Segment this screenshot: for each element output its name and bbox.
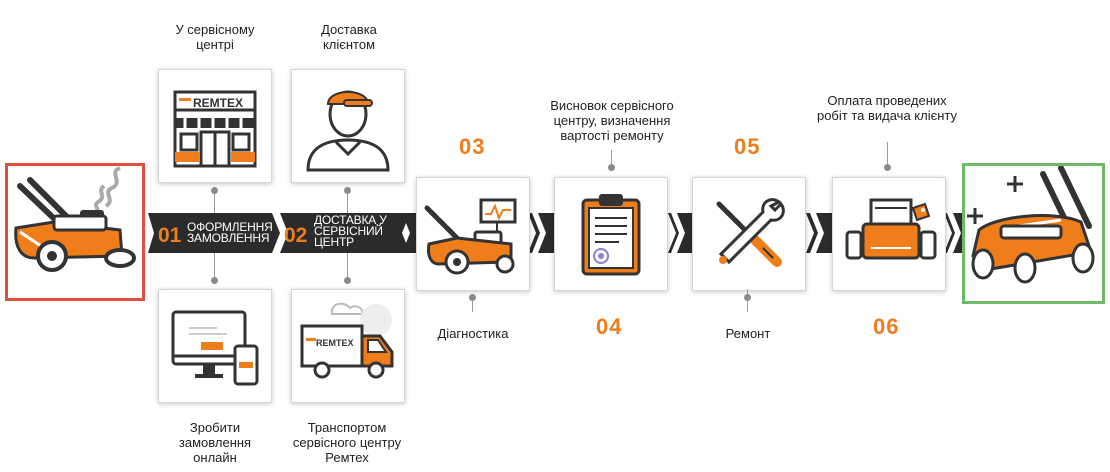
estimate-card (554, 177, 668, 291)
clipboard-icon (581, 194, 641, 276)
option-service-center-label: У сервісному центрі (175, 22, 255, 52)
step-02-number: 02 (284, 224, 308, 247)
client-delivery-card (291, 69, 405, 183)
fixed-mower-card (962, 163, 1105, 304)
repair-tools-icon (716, 198, 785, 267)
option-client-delivery-label: Доставка клієнтом (321, 22, 377, 52)
shop-logo-text: REMTEX (193, 96, 243, 110)
step-03-label: Діагностика (437, 326, 509, 341)
connector-line (887, 142, 888, 164)
connector-dot (469, 294, 476, 301)
connector-line (472, 300, 473, 312)
step-04-label: Висновок сервісного центру, визначення в… (550, 98, 674, 143)
step-01-number: 01 (158, 224, 182, 247)
step-04-number: 04 (596, 314, 623, 339)
connector-line (214, 193, 215, 213)
diagnostic-mower-icon (424, 198, 517, 275)
step-05-number: 05 (734, 134, 761, 159)
step-01-text: ОФОРМЛЕННЯ ЗАМОВЛЕННЯ (187, 220, 273, 245)
broken-mower-card (5, 163, 145, 301)
online-order-card (158, 289, 272, 403)
connector-dot (211, 277, 218, 284)
step-06-number: 06 (873, 314, 900, 339)
payment-card (832, 177, 946, 291)
truck-logo-text: REMTEX (316, 338, 354, 348)
connector-dot (211, 187, 218, 194)
connector-dot (344, 187, 351, 194)
fixed-mower-icon (967, 165, 1095, 284)
step-05-label: Ремонт (725, 326, 771, 341)
connector-line (611, 150, 612, 164)
remtex-transport-card: REMTEX (291, 289, 405, 403)
diagnostics-card (416, 177, 530, 291)
service-center-card: REMTEX (158, 69, 272, 183)
option-online-order-label: Зробити замовлення онлайн (178, 420, 252, 465)
connector-dot (608, 164, 615, 171)
computer-icon (171, 310, 259, 386)
step-03-number: 03 (459, 134, 486, 159)
step-06-label: Оплата проведених робіт та видача клієнт… (816, 93, 958, 123)
delivery-truck-icon: REMTEX (300, 302, 394, 379)
connector-dot (344, 277, 351, 284)
payment-mower-icon (845, 198, 937, 260)
courier-icon (306, 90, 390, 172)
connector-line (747, 289, 748, 297)
broken-mower-icon (14, 166, 136, 272)
connector-line (347, 253, 348, 277)
step-02-text: ДОСТАВКА У СЕРВІСНИЙ ЦЕНТР (314, 213, 387, 249)
connector-line (747, 300, 748, 312)
shop-icon: REMTEX (173, 90, 257, 168)
repair-card (692, 177, 806, 291)
connector-dot (744, 294, 751, 301)
option-remtex-transport-label: Транспортом сервісного центру Ремтех (292, 420, 402, 465)
connector-line (347, 193, 348, 213)
connector-dot (884, 164, 891, 171)
connector-line (214, 253, 215, 277)
